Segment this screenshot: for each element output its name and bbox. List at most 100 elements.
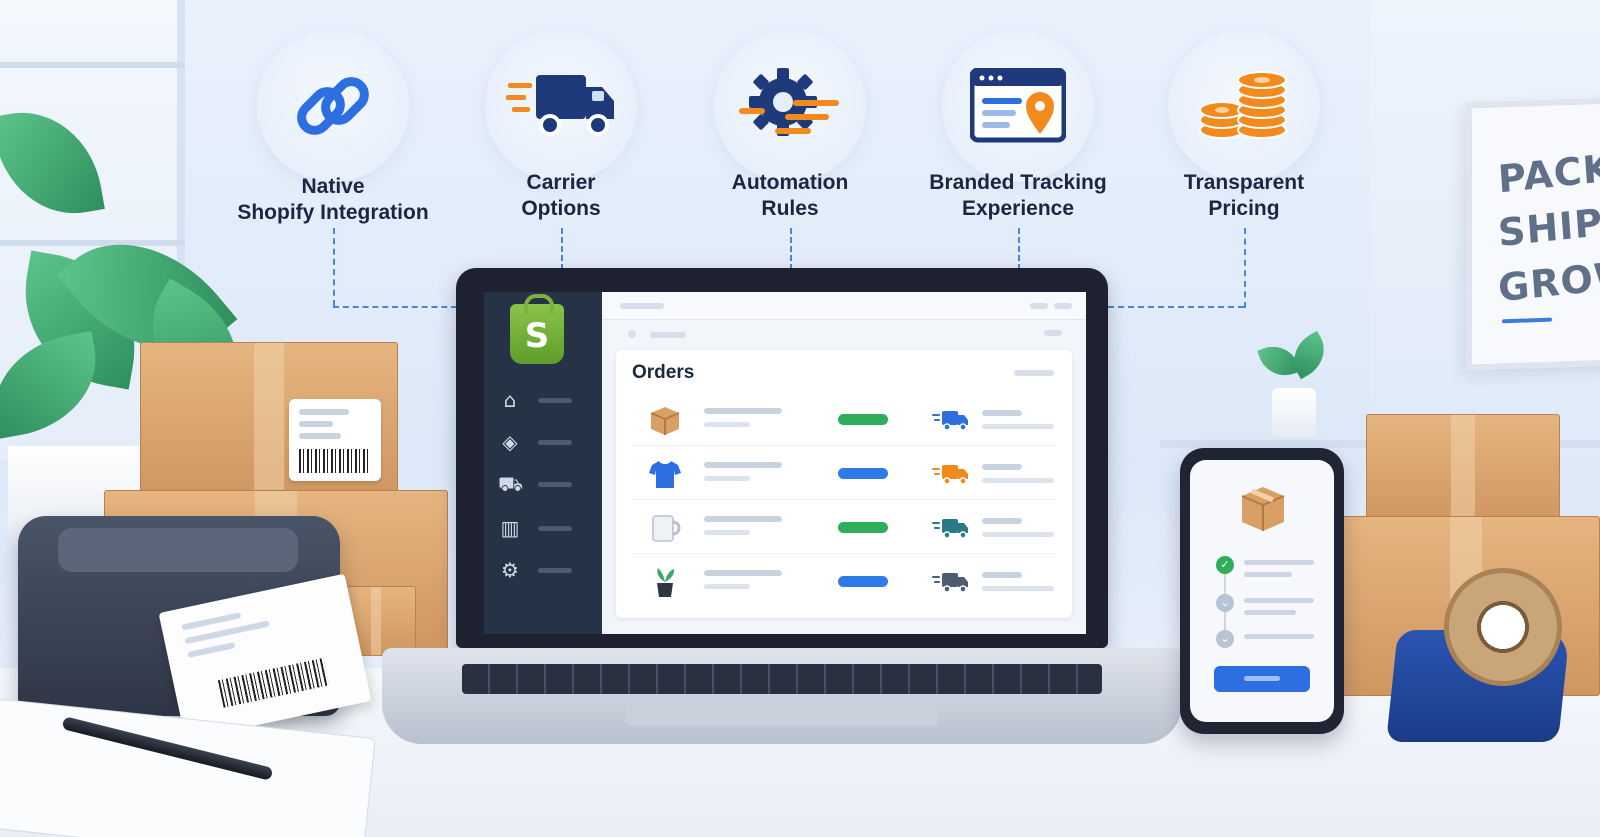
tracking-step-placeholder — [1244, 560, 1314, 565]
nav-label-placeholder — [538, 481, 572, 487]
orders-title: Orders — [632, 362, 695, 383]
shopify-logo: S — [510, 294, 564, 364]
search-icon[interactable] — [628, 330, 636, 338]
pack-ship-grow-sign: PACK SHIP GROW — [1466, 97, 1600, 371]
order-name-placeholder — [704, 570, 782, 576]
order-row[interactable] — [632, 556, 1056, 608]
status-badge — [838, 576, 888, 587]
delivery-truck-icon — [506, 75, 614, 136]
laptop-base — [382, 648, 1182, 744]
feature-branded-tracking: Branded Tracking Experience — [918, 30, 1118, 220]
button-label-placeholder — [1244, 676, 1280, 681]
barcode — [217, 657, 330, 708]
check-icon: ✓ — [1216, 556, 1234, 574]
label-line — [299, 409, 349, 415]
tracking-step-placeholder — [1244, 572, 1292, 577]
delivery-truck-icon — [932, 516, 970, 546]
feature-carrier-options: Carrier Options — [461, 30, 661, 220]
cardboard-box — [140, 342, 398, 498]
tracking-step-placeholder — [1244, 610, 1296, 615]
feature-label: Transparent — [1183, 171, 1305, 194]
sign-underline — [1502, 317, 1552, 324]
delivery-truck-icon — [932, 570, 970, 600]
feature-label: Options — [521, 197, 601, 220]
search-input[interactable] — [650, 332, 686, 338]
home-icon: ⌂ — [503, 388, 517, 412]
feature-icon-circle — [714, 30, 866, 182]
tape-roll — [1444, 568, 1562, 686]
feature-label: Carrier — [526, 171, 596, 194]
tracking-step-placeholder — [1244, 634, 1314, 639]
order-name-placeholder — [704, 408, 782, 414]
feature-label: Shopify Integration — [237, 201, 429, 224]
connector-line — [561, 228, 563, 270]
tracking-placeholder — [982, 478, 1054, 483]
topbar-placeholder — [1030, 303, 1048, 309]
sign-line: SHIP — [1496, 200, 1600, 256]
laptop-screen: S ⌂ ◈ ⛟ ▥ ⚙ Orders — [484, 292, 1086, 634]
header-action-placeholder[interactable] — [1044, 330, 1062, 336]
laptop-trackpad[interactable] — [626, 698, 938, 726]
order-row[interactable] — [632, 502, 1056, 554]
topbar-placeholder — [620, 303, 664, 309]
connector-line — [1018, 228, 1020, 270]
nav-label-placeholder — [538, 567, 572, 573]
status-badge — [838, 414, 888, 425]
background-shelf — [0, 240, 185, 246]
chevron-down-icon: ⌄ — [1216, 594, 1234, 612]
barcode — [299, 449, 371, 473]
feature-icon-circle — [1168, 30, 1320, 182]
feature-icon-circle — [257, 30, 409, 182]
order-name-placeholder — [704, 516, 782, 522]
carrier-name-placeholder — [982, 410, 1022, 416]
phone-tracking-screen: ✓ ⌄ ⌄ — [1190, 460, 1334, 722]
order-row[interactable] — [632, 394, 1056, 446]
chain-link-icon — [297, 77, 369, 135]
feature-label: Native — [301, 175, 365, 198]
sign-line: GROW — [1496, 251, 1600, 311]
nav-label-placeholder — [538, 397, 572, 403]
plant-icon — [648, 566, 682, 598]
order-name-placeholder — [704, 462, 782, 468]
status-badge — [838, 468, 888, 479]
laptop-keyboard[interactable] — [462, 664, 1102, 694]
status-badge — [838, 522, 888, 533]
track-order-button[interactable] — [1214, 666, 1310, 692]
nav-label-placeholder — [538, 439, 572, 445]
sign-line: PACK — [1496, 145, 1600, 202]
sidebar-item-home[interactable]: ⌂ — [498, 388, 590, 412]
connector-line — [1108, 306, 1244, 308]
sidebar-item-products[interactable]: ◈ — [498, 430, 590, 454]
connector-line — [333, 306, 467, 308]
package-icon — [1241, 487, 1285, 531]
connector-line — [1244, 228, 1246, 308]
delivery-truck-icon — [932, 408, 970, 438]
order-row[interactable] — [632, 448, 1056, 500]
bar-chart-icon: ▥ — [500, 516, 520, 540]
mug-icon — [648, 512, 682, 544]
printer-lid — [58, 528, 298, 572]
label-line — [187, 642, 236, 658]
label-line — [299, 433, 341, 439]
tag-icon: ◈ — [502, 430, 518, 454]
feature-icon-circle — [485, 30, 637, 182]
carrier-name-placeholder — [982, 464, 1022, 470]
order-meta-placeholder — [704, 476, 750, 481]
feature-automation-rules: Automation Rules — [690, 30, 890, 220]
gear-icon: ⚙ — [501, 558, 519, 582]
box-icon — [648, 404, 682, 436]
browser-location-icon — [970, 68, 1066, 143]
sidebar-item-analytics[interactable]: ▥ — [498, 516, 590, 540]
delivery-truck-icon — [932, 462, 970, 492]
sidebar-item-settings[interactable]: ⚙ — [498, 558, 590, 582]
connector-line — [790, 228, 792, 270]
carrier-name-placeholder — [982, 572, 1022, 578]
feature-icon-circle — [942, 30, 1094, 182]
shipping-label — [289, 399, 381, 481]
order-meta-placeholder — [704, 584, 750, 589]
tracking-placeholder — [982, 586, 1054, 591]
sidebar-item-cart[interactable]: ⛟ — [498, 472, 590, 496]
order-meta-placeholder — [704, 422, 750, 427]
smartphone: ✓ ⌄ ⌄ — [1180, 448, 1344, 734]
